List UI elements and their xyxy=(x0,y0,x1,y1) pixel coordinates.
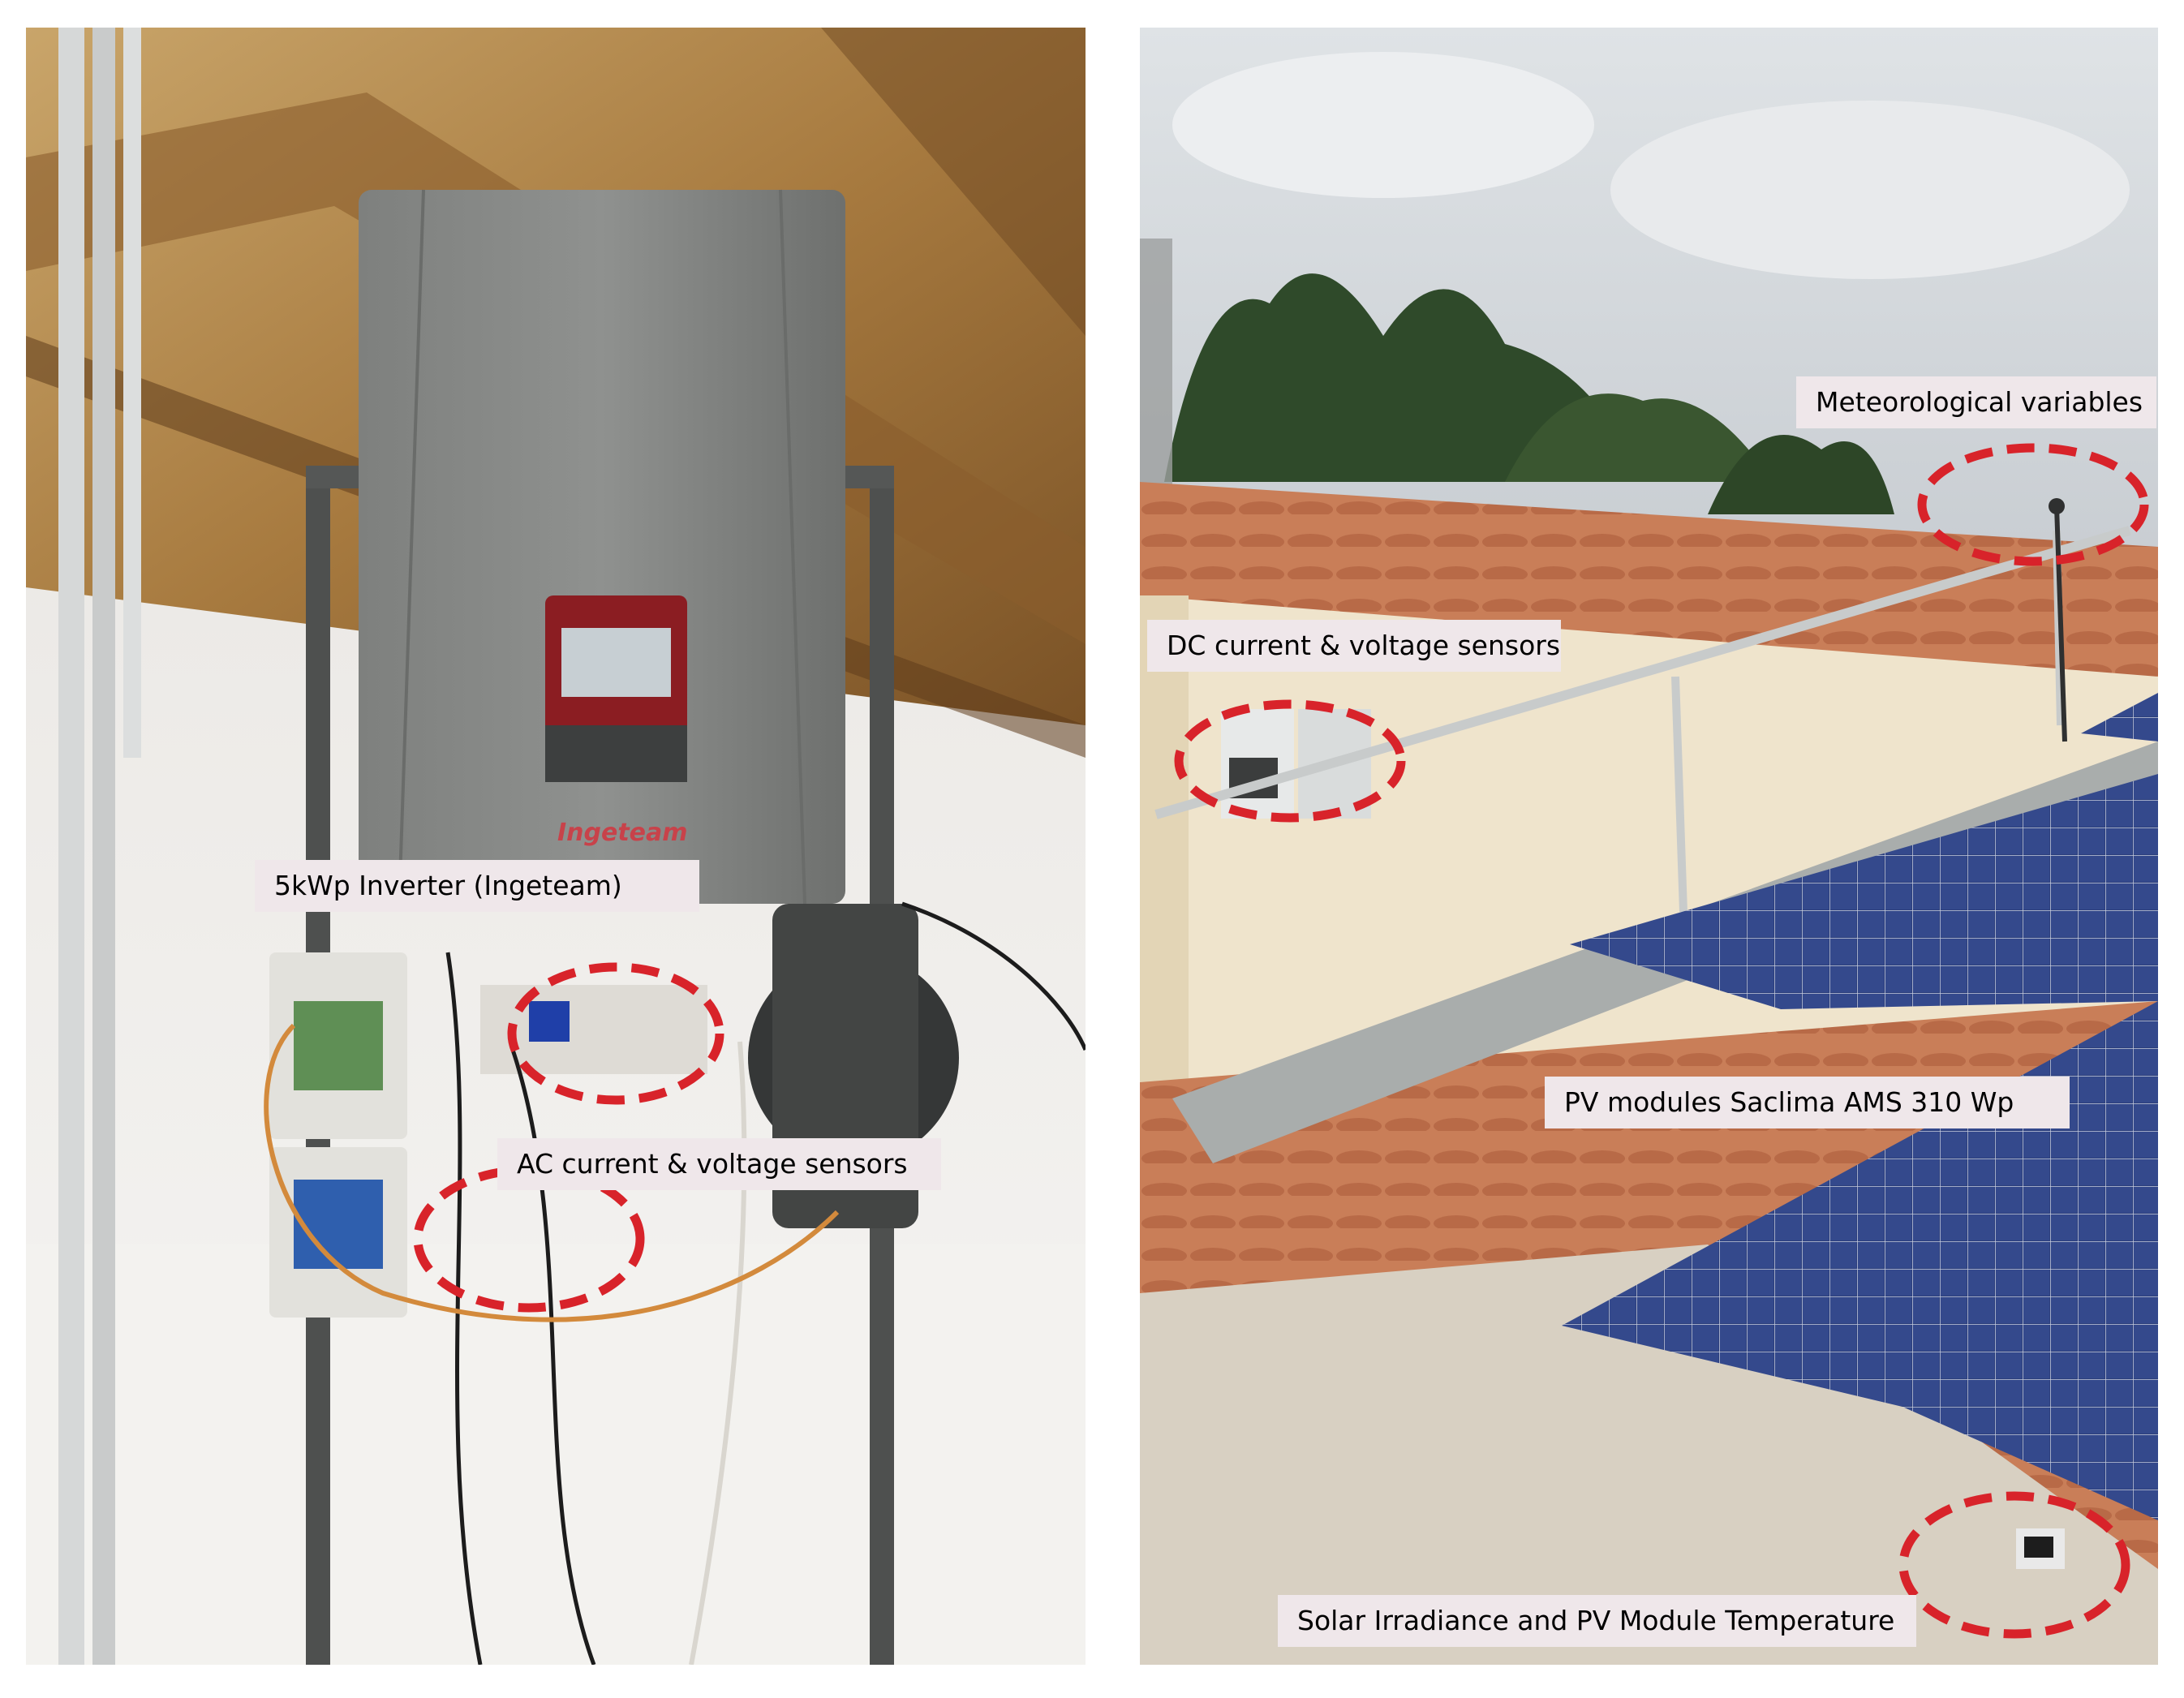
ac-sensor-ring-upper xyxy=(507,962,724,1105)
ac-sensors-label: AC current & voltage sensors xyxy=(497,1138,941,1190)
rooftop-photo xyxy=(1140,28,2158,1665)
irradiance-sensor-ring xyxy=(1898,1491,2130,1639)
inverter-label: 5kWp Inverter (Ingeteam) xyxy=(255,860,699,912)
meteo-label: Meteorological variables xyxy=(1796,376,2156,428)
meteo-sensor-ring xyxy=(1917,443,2149,566)
pv-modules-label: PV modules Saclima AMS 310 Wp xyxy=(1545,1077,2070,1128)
irradiance-label: Solar Irradiance and PV Module Temperatu… xyxy=(1278,1595,1916,1647)
rooftop-photo-panel: Meteorological variables DC current & vo… xyxy=(1140,28,2158,1665)
dc-sensor-ring xyxy=(1174,699,1406,823)
inverter-photo-panel: Ingeteam 5kWp Inverter (Ingeteam) AC cur… xyxy=(26,28,1086,1665)
inverter-photo xyxy=(26,28,1086,1665)
dc-sensors-label: DC current & voltage sensors xyxy=(1147,620,1561,672)
ingeteam-logo: Ingeteam xyxy=(557,819,688,847)
